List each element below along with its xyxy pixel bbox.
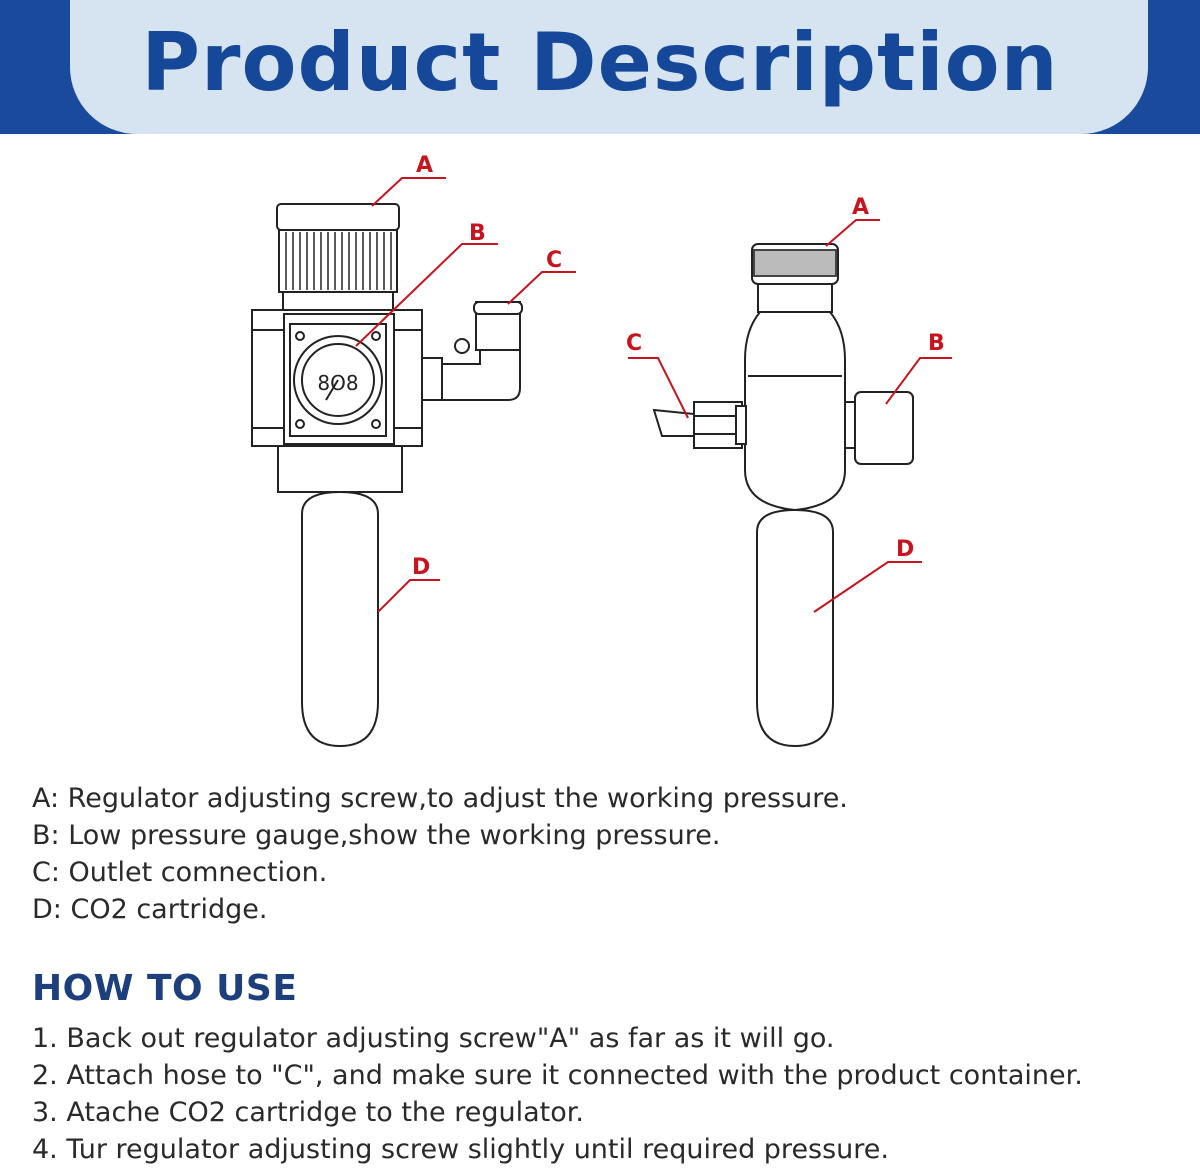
left-front-view: 8O8 (251, 203, 523, 748)
header-pill (70, 0, 1148, 134)
description-c: C: Outlet comnection. (32, 857, 328, 888)
callout-left-c: C (546, 248, 562, 273)
description-d: D: CO2 cartridge. (32, 894, 268, 925)
component-descriptions: A: Regulator adjusting screw,to adjust t… (32, 780, 1182, 928)
how-to-use-steps: 1. Back out regulator adjusting screw"A"… (32, 1020, 1192, 1168)
description-b: B: Low pressure gauge,show the working p… (32, 820, 721, 851)
step-4: 4. Tur regulator adjusting screw slightl… (32, 1134, 889, 1165)
callout-left-a: A (416, 153, 433, 178)
callout-left-d: D (412, 555, 430, 580)
description-a: A: Regulator adjusting screw,to adjust t… (32, 783, 848, 814)
callout-right-b: B (928, 331, 945, 356)
callout-right-c: C (626, 331, 642, 356)
step-3: 3. Atache CO2 cartridge to the regulator… (32, 1097, 584, 1128)
page-title: Product Description (141, 16, 1059, 109)
callout-right-a: A (852, 195, 869, 220)
svg-text:8O8: 8O8 (317, 371, 358, 395)
regulator-diagram: 8O8 (251, 153, 952, 748)
callout-right-d: D (896, 537, 914, 562)
step-1: 1. Back out regulator adjusting screw"A"… (32, 1023, 835, 1054)
header-banner (0, 0, 1200, 134)
step-2: 2. Attach hose to "C", and make sure it … (32, 1060, 1083, 1091)
callout-leaders (355, 177, 952, 613)
callout-left-b: B (469, 221, 486, 246)
right-side-view (652, 243, 914, 748)
how-to-use-title: HOW TO USE (32, 968, 298, 1009)
